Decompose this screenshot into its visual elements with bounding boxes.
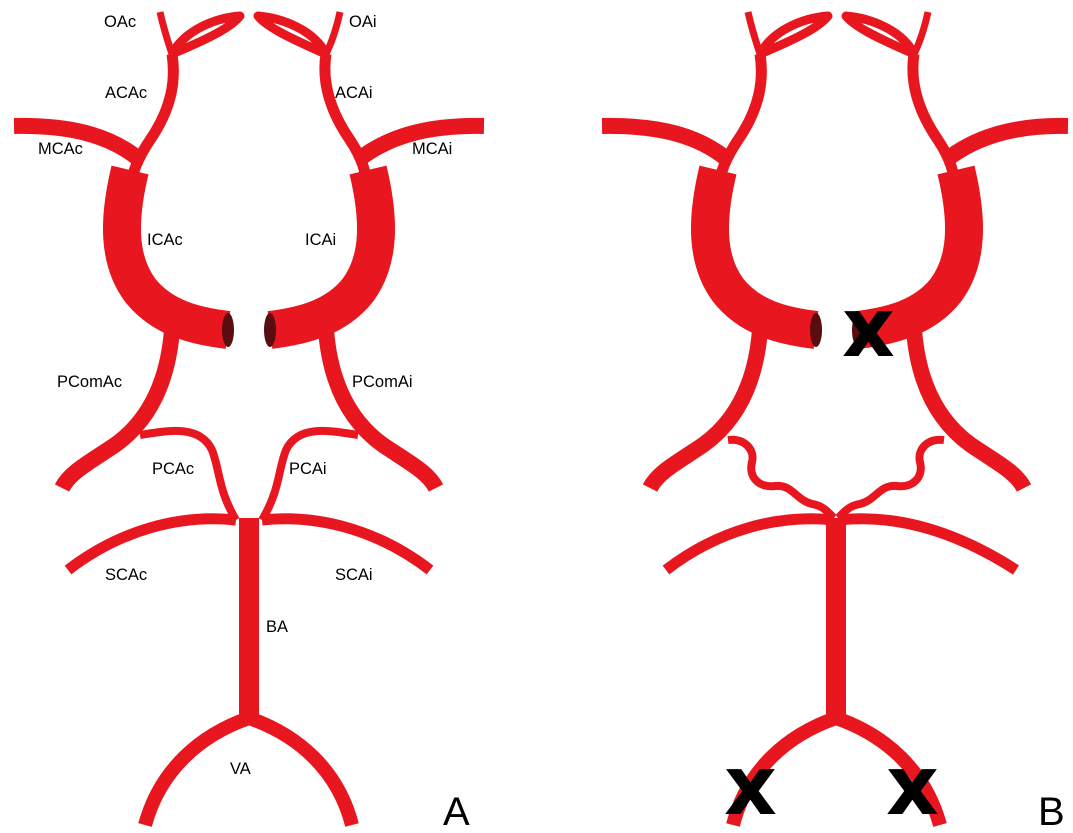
left-arterial-tree-b: [602, 12, 834, 570]
carotid-stump-left: [222, 313, 234, 347]
label-pcai: PCAi: [289, 460, 327, 478]
label-pcomai: PComAi: [352, 373, 413, 391]
carotid-stump-right: [264, 313, 276, 347]
posterior-communicating-artery-right: [326, 330, 436, 488]
superior-cerebellar-artery-right: [262, 519, 430, 570]
anterior-cerebral-artery-right-b: [913, 54, 956, 190]
anterior-cerebral-artery-left: [130, 54, 173, 190]
occlusion-marker-vertebral-left: x: [724, 739, 777, 833]
label-scac: SCAc: [105, 566, 147, 584]
label-mcac: MCAc: [38, 140, 83, 158]
vertebral-artery-right: [249, 718, 352, 825]
internal-carotid-artery-left-b: [710, 170, 816, 330]
label-ba: BA: [266, 618, 288, 636]
posterior-cerebral-artery-right-b: [838, 440, 944, 518]
posterior-communicating-artery-left-b: [650, 330, 760, 488]
label-pcomac: PComAc: [57, 373, 122, 391]
superior-cerebellar-artery-left-b: [666, 519, 834, 570]
label-acac: ACAc: [105, 84, 147, 102]
superior-cerebellar-artery-left: [68, 519, 236, 570]
superior-cerebellar-artery-right-b: [838, 519, 1016, 570]
panel-label-a: A: [443, 790, 470, 833]
middle-cerebral-artery-left-b: [602, 126, 728, 160]
internal-carotid-artery-right: [270, 170, 376, 330]
anterior-cerebral-artery-right: [325, 54, 368, 190]
carotid-stump-left-b: [810, 313, 822, 347]
label-scai: SCAi: [335, 566, 373, 584]
occlusion-marker-carotid: x: [842, 281, 895, 376]
label-pcac: PCAc: [152, 460, 194, 478]
posterior-communicating-artery-right-b: [914, 330, 1024, 488]
internal-carotid-artery-left: [122, 170, 228, 330]
posterior-cerebral-artery-left-b: [728, 440, 834, 518]
panel-label-b: B: [1038, 790, 1065, 833]
ophthalmic-artery-right: [326, 12, 340, 54]
label-oai: OAi: [349, 13, 377, 31]
occlusion-marker-vertebral-right: x: [886, 739, 939, 833]
label-oac: OAc: [104, 13, 136, 31]
label-icai: ICAi: [305, 231, 336, 249]
label-icac: ICAc: [147, 231, 183, 249]
middle-cerebral-artery-right-b: [946, 126, 1068, 160]
ophthalmic-artery-left-b: [748, 12, 760, 54]
panel-b: x x x B: [602, 12, 1068, 833]
anterior-cerebral-artery-left-b: [718, 54, 761, 190]
label-mcai: MCAi: [412, 140, 452, 158]
label-va: VA: [230, 760, 251, 778]
anterior-communicating-loop-left: [172, 16, 240, 54]
anterior-communicating-loop-right-b: [846, 16, 914, 54]
panel-a: OAc OAi ACAc ACAi MCAc MCAi ICAc ICAi PC…: [14, 12, 484, 833]
anterior-communicating-loop-left-b: [760, 16, 828, 54]
ophthalmic-artery-left: [160, 12, 172, 54]
anterior-communicating-loop-right: [258, 16, 326, 54]
ophthalmic-artery-right-b: [914, 12, 928, 54]
label-acai: ACAi: [335, 84, 373, 102]
